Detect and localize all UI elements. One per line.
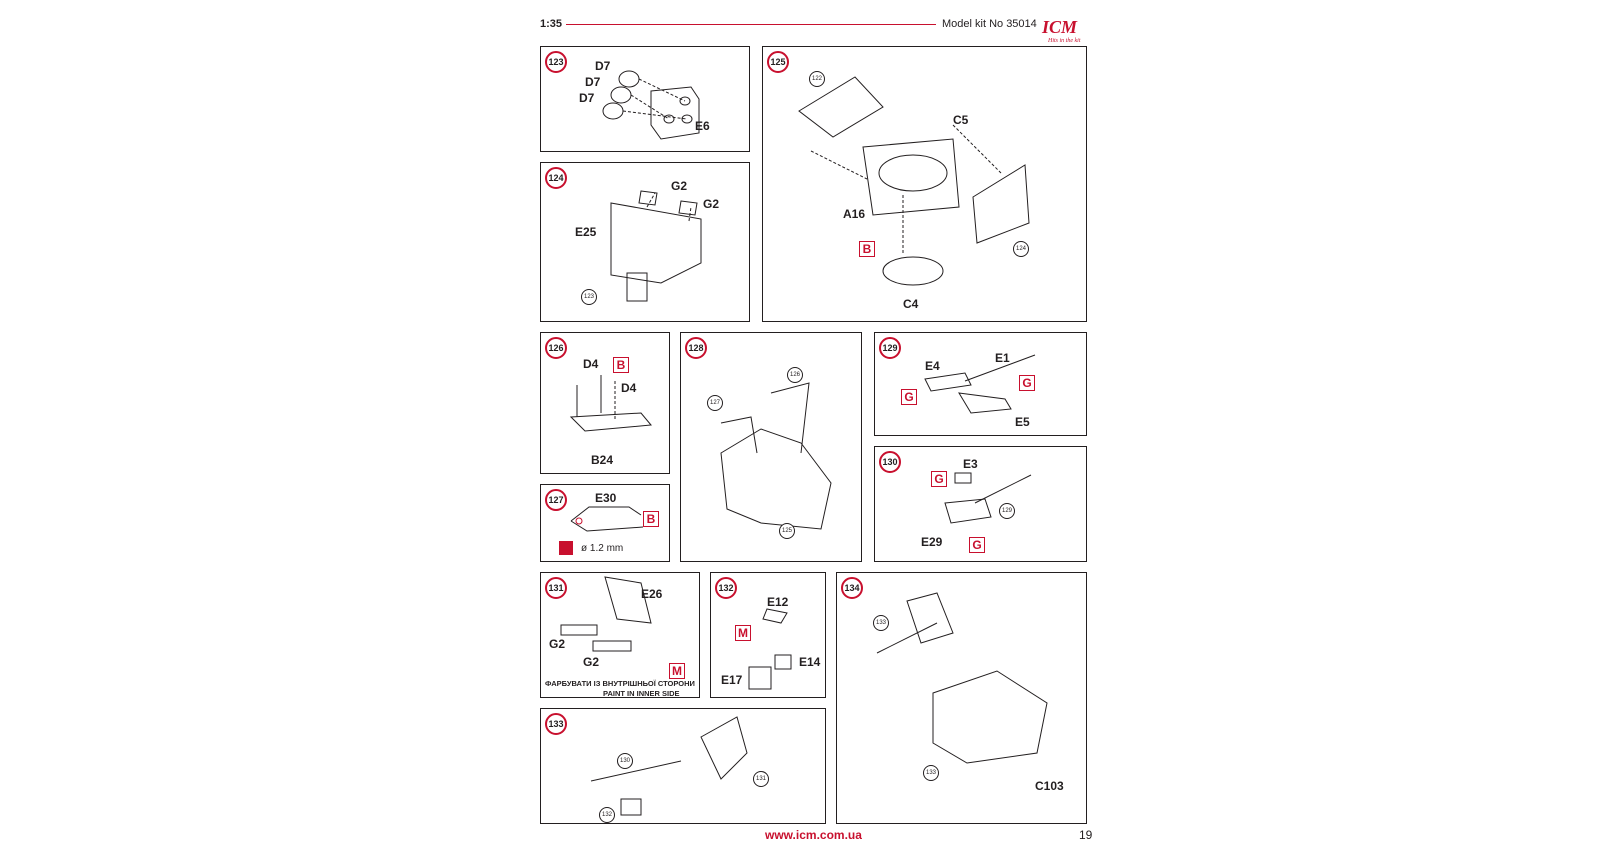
- note-english: PAINT IN INNER SIDE: [603, 689, 680, 698]
- step-number: 123: [545, 51, 567, 73]
- part-label-c5: C5: [953, 113, 969, 127]
- paint-code-g: G: [901, 389, 917, 405]
- step-reference-133: 133: [923, 765, 939, 781]
- step-132-illustration: [748, 608, 792, 690]
- step-132-panel: 132 E12 M E14 E17: [710, 572, 826, 698]
- part-label-g2: G2: [703, 197, 720, 211]
- part-label-e29: E29: [921, 535, 943, 549]
- step-129-illustration: [924, 354, 1036, 414]
- step-124-illustration: [610, 190, 702, 302]
- step-124-panel: 124 G2 G2 E25 123: [540, 162, 750, 322]
- part-label-e5: E5: [1015, 415, 1030, 429]
- part-label-e1: E1: [995, 351, 1010, 365]
- step-123-panel: 123 D7 D7 D7 E6: [540, 46, 750, 152]
- step-reference-125: 125: [779, 523, 795, 539]
- step-reference-131: 131: [753, 771, 769, 787]
- paint-code-m: M: [735, 625, 751, 641]
- part-label-e6: E6: [695, 119, 710, 133]
- part-label-e3: E3: [963, 457, 978, 471]
- step-130-illustration: [944, 472, 1032, 524]
- paint-code-b: B: [859, 241, 875, 257]
- paint-code-g: G: [969, 537, 985, 553]
- website-url[interactable]: www.icm.com.ua: [765, 828, 862, 842]
- step-number: 133: [545, 713, 567, 735]
- page-number: 19: [1079, 828, 1093, 842]
- paint-code-g: G: [931, 471, 947, 487]
- step-127-illustration: [559, 506, 644, 555]
- part-label-d4: D4: [621, 381, 637, 395]
- step-number: 127: [545, 489, 567, 511]
- header-rule: [566, 24, 936, 25]
- part-label-e12: E12: [767, 595, 789, 609]
- drill-size: ø 1.2 mm: [581, 543, 624, 554]
- step-number: 129: [879, 337, 901, 359]
- part-label-e4: E4: [925, 359, 940, 373]
- step-131-illustration: [560, 576, 652, 652]
- part-label-d4: D4: [583, 357, 599, 371]
- note-ukrainian: ФАРБУВАТИ ІЗ ВНУТРІШНЬОЇ СТОРОНИ: [545, 679, 695, 688]
- svg-text:Hits in the kit: Hits in the kit: [1047, 38, 1081, 44]
- step-126-illustration: [569, 375, 652, 432]
- step-128-illustration: [720, 382, 832, 530]
- part-label-d7: D7: [579, 91, 595, 105]
- part-label-e25: E25: [575, 225, 597, 239]
- step-131-panel: 131 E26 G2 G2 M ФАРБУВАТИ ІЗ ВНУТРІШНЬОЇ…: [540, 572, 700, 698]
- part-label-e14: E14: [799, 655, 821, 669]
- step-number: 131: [545, 577, 567, 599]
- step-number: 126: [545, 337, 567, 359]
- step-128-panel: 128 126 127 125: [680, 332, 862, 562]
- paint-code-m: M: [669, 663, 685, 679]
- paint-code-g: G: [1019, 375, 1035, 391]
- part-label-d7: D7: [585, 75, 601, 89]
- step-number: 128: [685, 337, 707, 359]
- part-label-e30: E30: [595, 491, 617, 505]
- part-label-b24: B24: [591, 453, 614, 467]
- step-reference-122: 122: [809, 71, 825, 87]
- step-129-panel: 129 E4 E1 G G E5: [874, 332, 1087, 436]
- step-reference-130: 130: [617, 753, 633, 769]
- icm-logo: ICM Hits in the kit: [1041, 18, 1081, 44]
- paint-code-b: B: [613, 357, 629, 373]
- step-125-panel: 125 122 C5 A16 B C4 124: [762, 46, 1087, 322]
- svg-text:ICM: ICM: [1041, 18, 1078, 37]
- step-reference-132: 132: [599, 807, 615, 823]
- step-125-illustration: [798, 76, 1030, 286]
- part-label-d7: D7: [595, 59, 611, 73]
- step-number: 125: [767, 51, 789, 73]
- step-134-panel: 134 133 133 C103: [836, 572, 1087, 824]
- step-126-panel: 126 D4 B D4 B24: [540, 332, 670, 474]
- part-label-g2: G2: [583, 655, 600, 669]
- part-label-e26: E26: [641, 587, 663, 601]
- step-123-illustration: [602, 70, 700, 140]
- kit-number: Model kit No 35014: [942, 18, 1037, 30]
- step-reference-133: 133: [873, 615, 889, 631]
- paint-code-b: B: [643, 511, 659, 527]
- step-134-illustration: [876, 592, 1048, 764]
- part-label-c4: C4: [903, 297, 919, 311]
- step-127-panel: 127 E30 B ø 1.2 mm: [540, 484, 670, 562]
- step-number: 134: [841, 577, 863, 599]
- step-number: 124: [545, 167, 567, 189]
- step-number: 130: [879, 451, 901, 473]
- step-reference-127: 127: [707, 395, 723, 411]
- step-133-illustration: [590, 716, 748, 816]
- part-label-c103: C103: [1035, 779, 1064, 793]
- step-133-panel: 133 130 131 132: [540, 708, 826, 824]
- step-reference-129: 129: [999, 503, 1015, 519]
- step-number: 132: [715, 577, 737, 599]
- step-reference-126: 126: [787, 367, 803, 383]
- step-reference-124: 124: [1013, 241, 1029, 257]
- step-reference-123: 123: [581, 289, 597, 305]
- step-130-panel: 130 G E3 129 E29 G: [874, 446, 1087, 562]
- part-label-g2: G2: [671, 179, 688, 193]
- part-label-a16: A16: [843, 207, 866, 221]
- scale-label: 1:35: [540, 18, 563, 30]
- part-label-g2: G2: [549, 637, 566, 651]
- part-label-e17: E17: [721, 673, 743, 687]
